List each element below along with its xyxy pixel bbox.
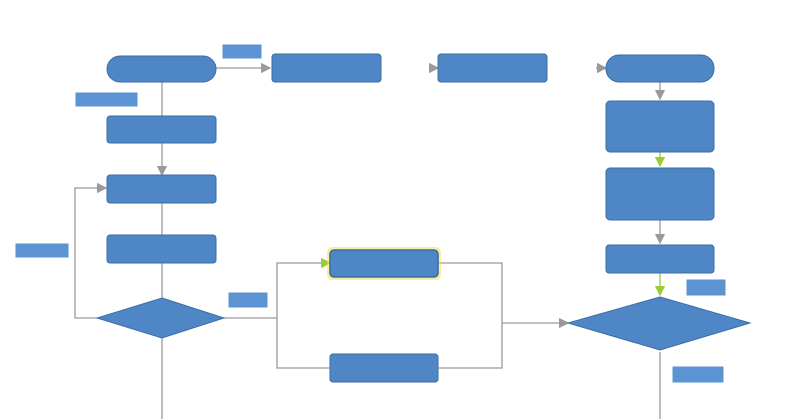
node-step-b[interactable] [106, 174, 217, 204]
edge-split-upper [276, 257, 332, 318]
nodes [95, 53, 752, 383]
edge-split-lower [276, 318, 330, 369]
node-branch-upper[interactable] [327, 247, 441, 280]
node-decision-left[interactable] [95, 297, 226, 339]
connectors [74, 62, 666, 419]
node-right-step-3[interactable] [605, 244, 715, 274]
edge-label-decision-out[interactable] [227, 291, 269, 309]
edge-loop-back [74, 182, 108, 319]
node-start[interactable] [106, 55, 217, 83]
edge-label-right-below[interactable] [671, 365, 725, 384]
edge-label-loop[interactable] [14, 242, 70, 259]
edge-upper-to-merge [438, 262, 503, 323]
edge-label-start-below[interactable] [74, 91, 139, 108]
node-branch-lower[interactable] [329, 353, 439, 383]
node-decision-right[interactable] [566, 296, 752, 351]
node-step-a[interactable] [106, 115, 217, 144]
node-right-step-1[interactable] [605, 100, 715, 153]
node-right-start[interactable] [605, 54, 715, 83]
edge-labels [14, 43, 727, 384]
node-step-c[interactable] [106, 234, 217, 264]
node-top-middle-1[interactable] [271, 53, 382, 83]
node-right-step-2[interactable] [605, 167, 715, 221]
edge-label-right-above[interactable] [685, 278, 727, 297]
node-top-middle-2[interactable] [437, 53, 548, 83]
edge-lower-to-merge [438, 323, 503, 369]
edge-label-top[interactable] [221, 43, 263, 60]
